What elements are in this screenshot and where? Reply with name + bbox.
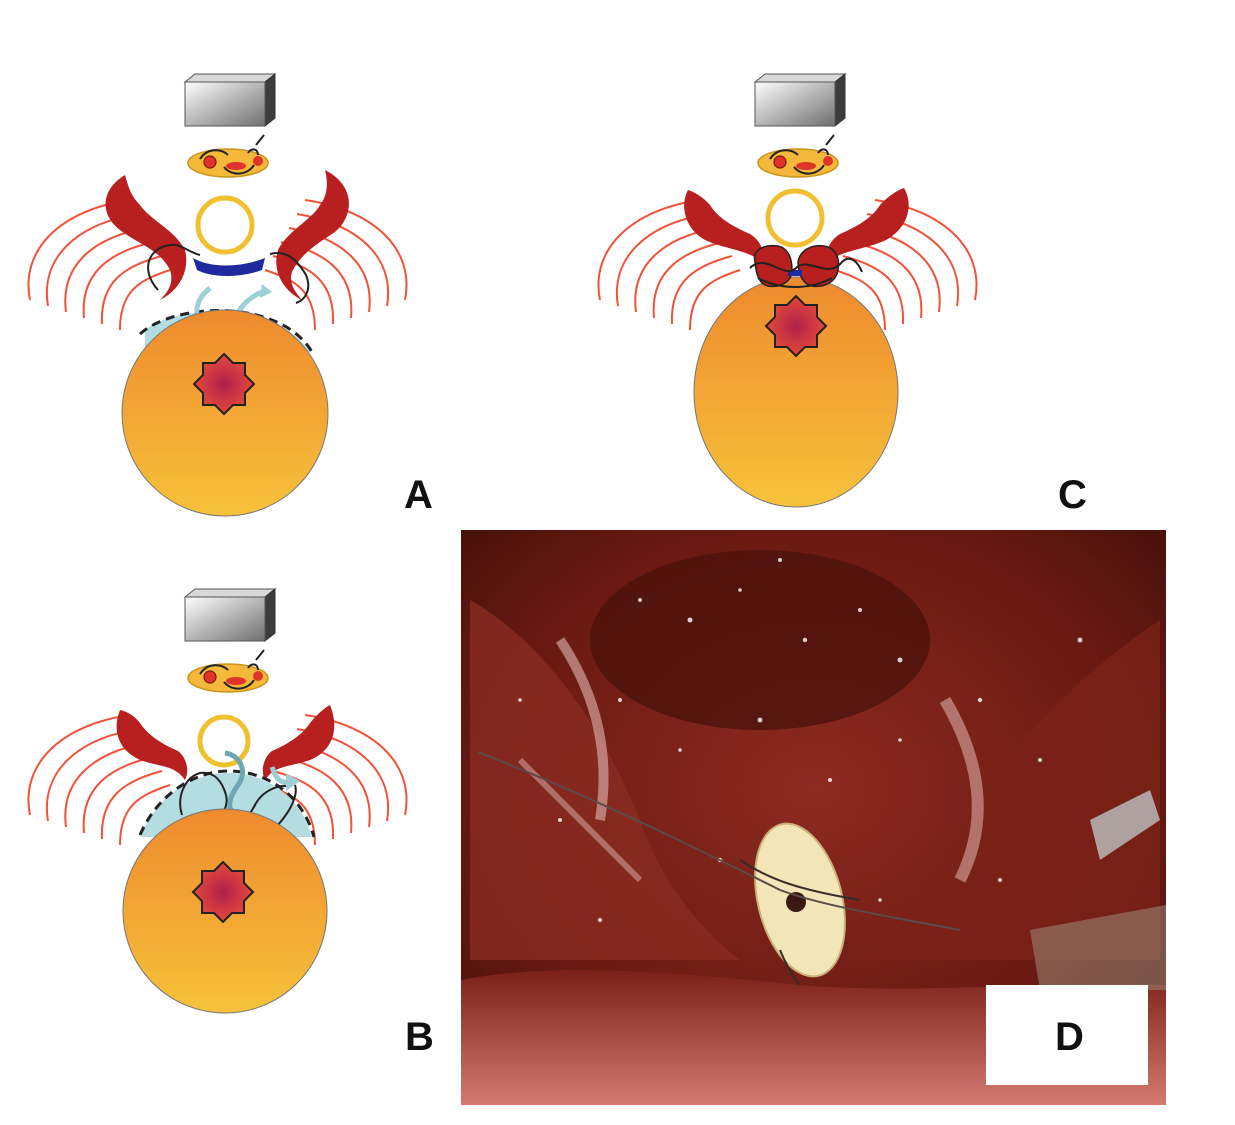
photo-retractor: [1030, 905, 1166, 990]
lamina-icon: [684, 190, 764, 262]
vertebral-arch-icon: [757, 134, 839, 178]
vertebral-body-icon: [693, 276, 899, 508]
panel-label-a: A: [404, 473, 433, 517]
photo-highlights: [518, 558, 1083, 922]
suture-icon: [749, 257, 863, 288]
panel-label-d: D: [1055, 1015, 1084, 1059]
photo-tissue: [860, 620, 1160, 960]
lamina-icon: [262, 705, 335, 780]
panel-d: D: [461, 530, 1166, 1105]
arrow-icon: [286, 773, 300, 791]
vertebral-arch-icon: [187, 134, 269, 178]
arrow-icon: [260, 284, 272, 298]
closed-lamina-icon: [797, 244, 840, 288]
suture-icon: [147, 243, 310, 304]
panel-a: A: [27, 73, 433, 517]
block-icon: [184, 73, 276, 127]
photo-suture: [779, 949, 801, 986]
ligament-icon: [193, 258, 265, 276]
spinal-canal-ring-icon: [195, 195, 255, 255]
block-icon: [184, 588, 276, 642]
photo-suture: [477, 751, 961, 931]
lamina-icon: [116, 710, 188, 780]
lamina-icon: [105, 175, 187, 300]
lamina-icon: [276, 170, 349, 300]
lamina-icon: [826, 188, 909, 262]
panel-c: C: [597, 73, 1087, 517]
spinal-canal-ring-icon: [197, 714, 251, 768]
photo-suture: [739, 859, 861, 901]
lesion-star-icon: [193, 353, 255, 415]
photo-fascia: [555, 637, 609, 821]
block-icon: [754, 73, 846, 127]
photo-cavity: [590, 550, 930, 730]
photo-retractor: [1090, 790, 1160, 860]
cap-outline: [138, 769, 316, 838]
vertebral-arch-icon: [187, 649, 269, 693]
photo-fascia: [939, 696, 984, 883]
panel-b: B: [27, 588, 434, 1059]
spinal-canal-ring-icon: [765, 188, 825, 248]
lesion-star-icon: [192, 861, 254, 923]
lesion-star-icon: [765, 295, 827, 357]
panel-label-b: B: [405, 1015, 434, 1059]
panel-label-c: C: [1058, 473, 1087, 517]
panel-d-label-box: [986, 985, 1148, 1085]
